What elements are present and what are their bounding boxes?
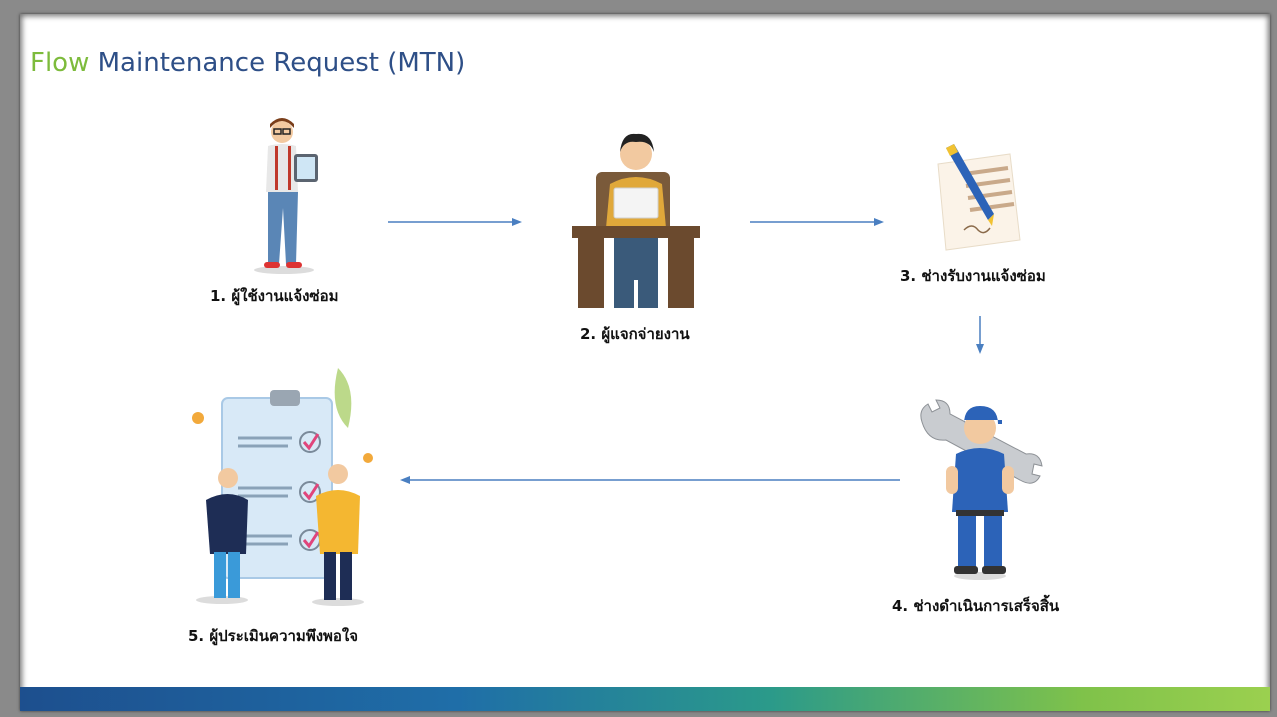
title-highlight: Flow [30,48,90,78]
technician-figure-illustration [916,392,1046,582]
arrow-right-2 [750,216,885,228]
dispatcher-figure-illustration [570,132,702,312]
step-2-label: 2. ผู้แจกจ่ายงาน [580,325,690,343]
title-main: Maintenance Request (MTN) [89,48,466,78]
document-pen-illustration [928,144,1028,254]
checklist-evaluation-illustration [188,348,378,608]
step-1-label: 1. ผู้ใช้งานแจ้งซ่อม [210,287,339,305]
step-4-label: 4. ช่างดำเนินการเสร็จสิ้น [892,597,1060,615]
arrow-right-1 [388,216,523,228]
step-5-label: 5. ผู้ประเมินความพึงพอใจ [188,627,359,645]
arrow-down [974,316,986,356]
step-3-label: 3. ช่างรับงานแจ้งซ่อม [900,267,1046,285]
user-figure-illustration [246,118,326,278]
page-title: Flow Maintenance Request (MTN) [30,48,465,78]
footer-gradient-bar [20,687,1270,711]
arrow-left [398,474,900,486]
slide: Flow Maintenance Request (MTN) 1. ผู้ใช้… [20,14,1270,711]
